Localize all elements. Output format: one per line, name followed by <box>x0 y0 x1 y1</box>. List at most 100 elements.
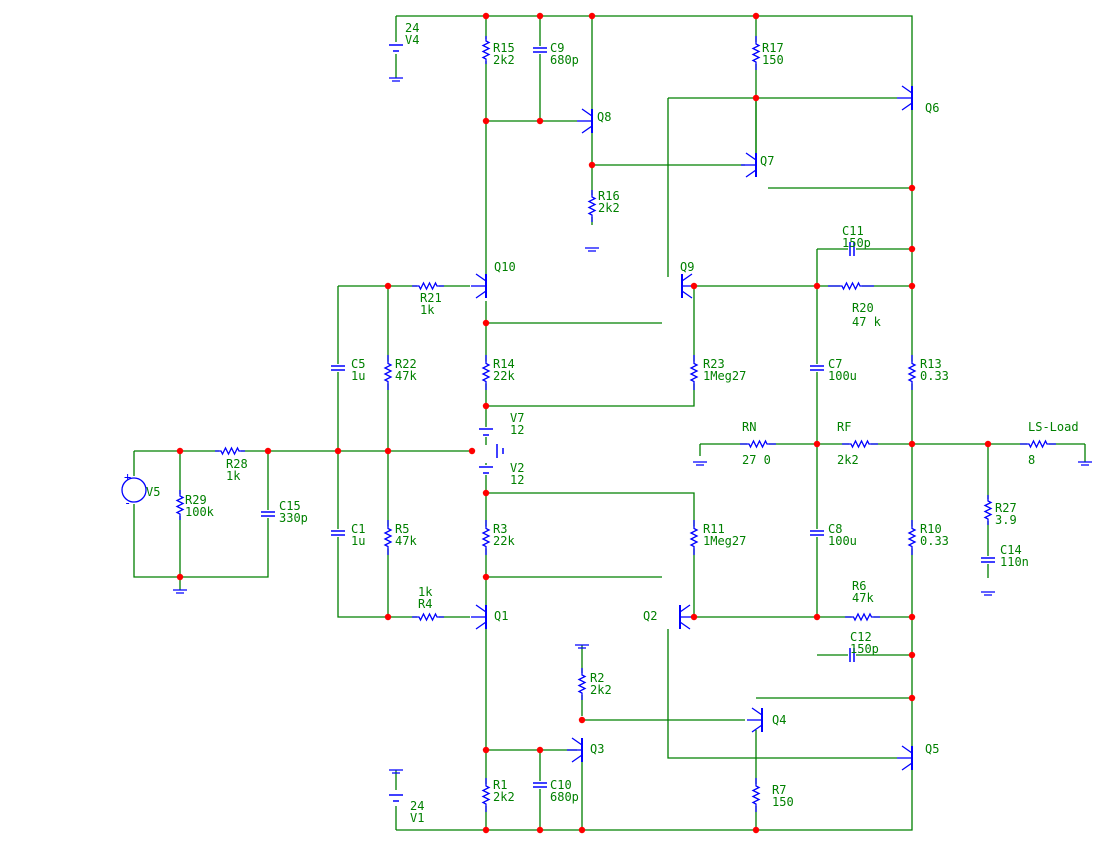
r1-value-label: 2k2 <box>493 790 515 804</box>
v1-symbol <box>388 793 404 803</box>
junction-node-35 <box>536 746 544 754</box>
c12-name-label: C12 <box>850 630 872 644</box>
junction-node-3 <box>588 12 596 20</box>
r17-name-label: R17 <box>762 41 784 55</box>
junction-node-15 <box>908 282 916 290</box>
junction-node-37 <box>482 826 490 834</box>
junction-node-4 <box>752 12 760 20</box>
r23-value-label: 1Meg27 <box>703 369 746 383</box>
c7-name-label: C7 <box>828 357 842 371</box>
rf-name-label: RF <box>837 420 851 434</box>
q4-symbol <box>747 707 764 733</box>
junction-node-24 <box>984 440 992 448</box>
r17-value-label: 150 <box>762 53 784 67</box>
r5-value-label: 47k <box>395 534 417 548</box>
r10-symbol <box>907 520 917 555</box>
junction-node-14 <box>813 282 821 290</box>
junction-node-13 <box>690 282 698 290</box>
r23-symbol <box>689 355 699 390</box>
q3-name-label: Q3 <box>590 742 604 756</box>
junction-node-39 <box>578 826 586 834</box>
c10-symbol <box>532 781 548 789</box>
r28-name-label: R28 <box>226 457 248 471</box>
ground-symbol-4 <box>693 461 707 466</box>
junction-node-18 <box>264 447 272 455</box>
q9-name-label: Q9 <box>680 260 694 274</box>
q5-symbol <box>897 745 914 771</box>
r29-value-label: 100k <box>185 505 215 519</box>
junction-node-25 <box>482 489 490 497</box>
r23-name-label: R23 <box>703 357 725 371</box>
r2-value-label: 2k2 <box>590 683 612 697</box>
r27-symbol <box>983 495 993 525</box>
wire-1 <box>396 15 913 831</box>
junction-node-7 <box>588 161 596 169</box>
junction-node-33 <box>578 716 586 724</box>
junction-node-29 <box>813 613 821 621</box>
r10-name-label: R10 <box>920 522 942 536</box>
r29-symbol <box>175 490 185 520</box>
r15-value-label: 2k2 <box>493 53 515 67</box>
r15-name-label: R15 <box>493 41 515 55</box>
junction-node-20 <box>384 447 392 455</box>
junction-node-36 <box>908 694 916 702</box>
r21-name-label: R21 <box>420 291 442 305</box>
r14-value-label: 22k <box>493 369 515 383</box>
r20-symbol <box>828 281 874 291</box>
r7-value-label: 150 <box>772 795 794 809</box>
c7-value-label: 100u <box>828 369 857 383</box>
v4-value-label: 24 <box>405 21 419 35</box>
v5-symbol: +- <box>121 470 147 510</box>
r3-name-label: R3 <box>493 522 507 536</box>
r13-value-label: 0.33 <box>920 369 949 383</box>
junction-node-11 <box>482 319 490 327</box>
ls-load-symbol <box>1020 439 1056 449</box>
junction-node-22 <box>813 440 821 448</box>
c11-name-label: C11 <box>842 224 864 238</box>
r16-value-label: 2k2 <box>598 201 620 215</box>
r27-name-label: R27 <box>995 501 1017 515</box>
rn-value-label: 27 0 <box>742 453 771 467</box>
r6-symbol <box>845 612 880 622</box>
r6-value-label: 47k <box>852 591 874 605</box>
ground-symbol-5 <box>1078 461 1092 466</box>
c15-symbol <box>260 510 276 518</box>
q4-name-label: Q4 <box>772 713 786 727</box>
c11-value-label: 150p <box>842 236 871 250</box>
q1-name-label: Q1 <box>494 609 508 623</box>
c5-value-label: 1u <box>351 369 365 383</box>
r13-symbol <box>907 355 917 390</box>
junction-node-40 <box>752 826 760 834</box>
svg-text:+: + <box>124 470 131 484</box>
junction-nodes <box>176 12 992 834</box>
svg-text:-: - <box>124 496 131 510</box>
c5-symbol <box>330 364 346 372</box>
v7-name-label: V7 <box>510 411 524 425</box>
r27-value-label: 3.9 <box>995 513 1017 527</box>
wire-23 <box>483 286 695 407</box>
junction-node-32 <box>176 573 184 581</box>
r4-value-label: 1k <box>418 585 433 599</box>
q10-name-label: Q10 <box>494 260 516 274</box>
c10-value-label: 680p <box>550 790 579 804</box>
q3-symbol <box>567 737 584 763</box>
c10-name-label: C10 <box>550 778 572 792</box>
junction-node-27 <box>384 613 392 621</box>
c12-value-label: 150p <box>850 642 879 656</box>
junction-node-38 <box>536 826 544 834</box>
junction-node-5 <box>482 117 490 125</box>
v7-symbol <box>495 443 505 459</box>
r14-symbol <box>481 355 491 390</box>
r17-symbol <box>751 36 761 70</box>
wire-36 <box>667 629 897 759</box>
r28-value-label: 1k <box>226 469 241 483</box>
q7-symbol <box>741 152 758 178</box>
q5-name-label: Q5 <box>925 742 939 756</box>
junction-node-17 <box>176 447 184 455</box>
ls-load-name-label: LS-Load <box>1028 420 1079 434</box>
junction-node-23 <box>908 440 916 448</box>
wires <box>133 15 1086 831</box>
r4-name-label: R4 <box>418 597 432 611</box>
r6-name-label: R6 <box>852 579 866 593</box>
r11-symbol <box>689 520 699 555</box>
